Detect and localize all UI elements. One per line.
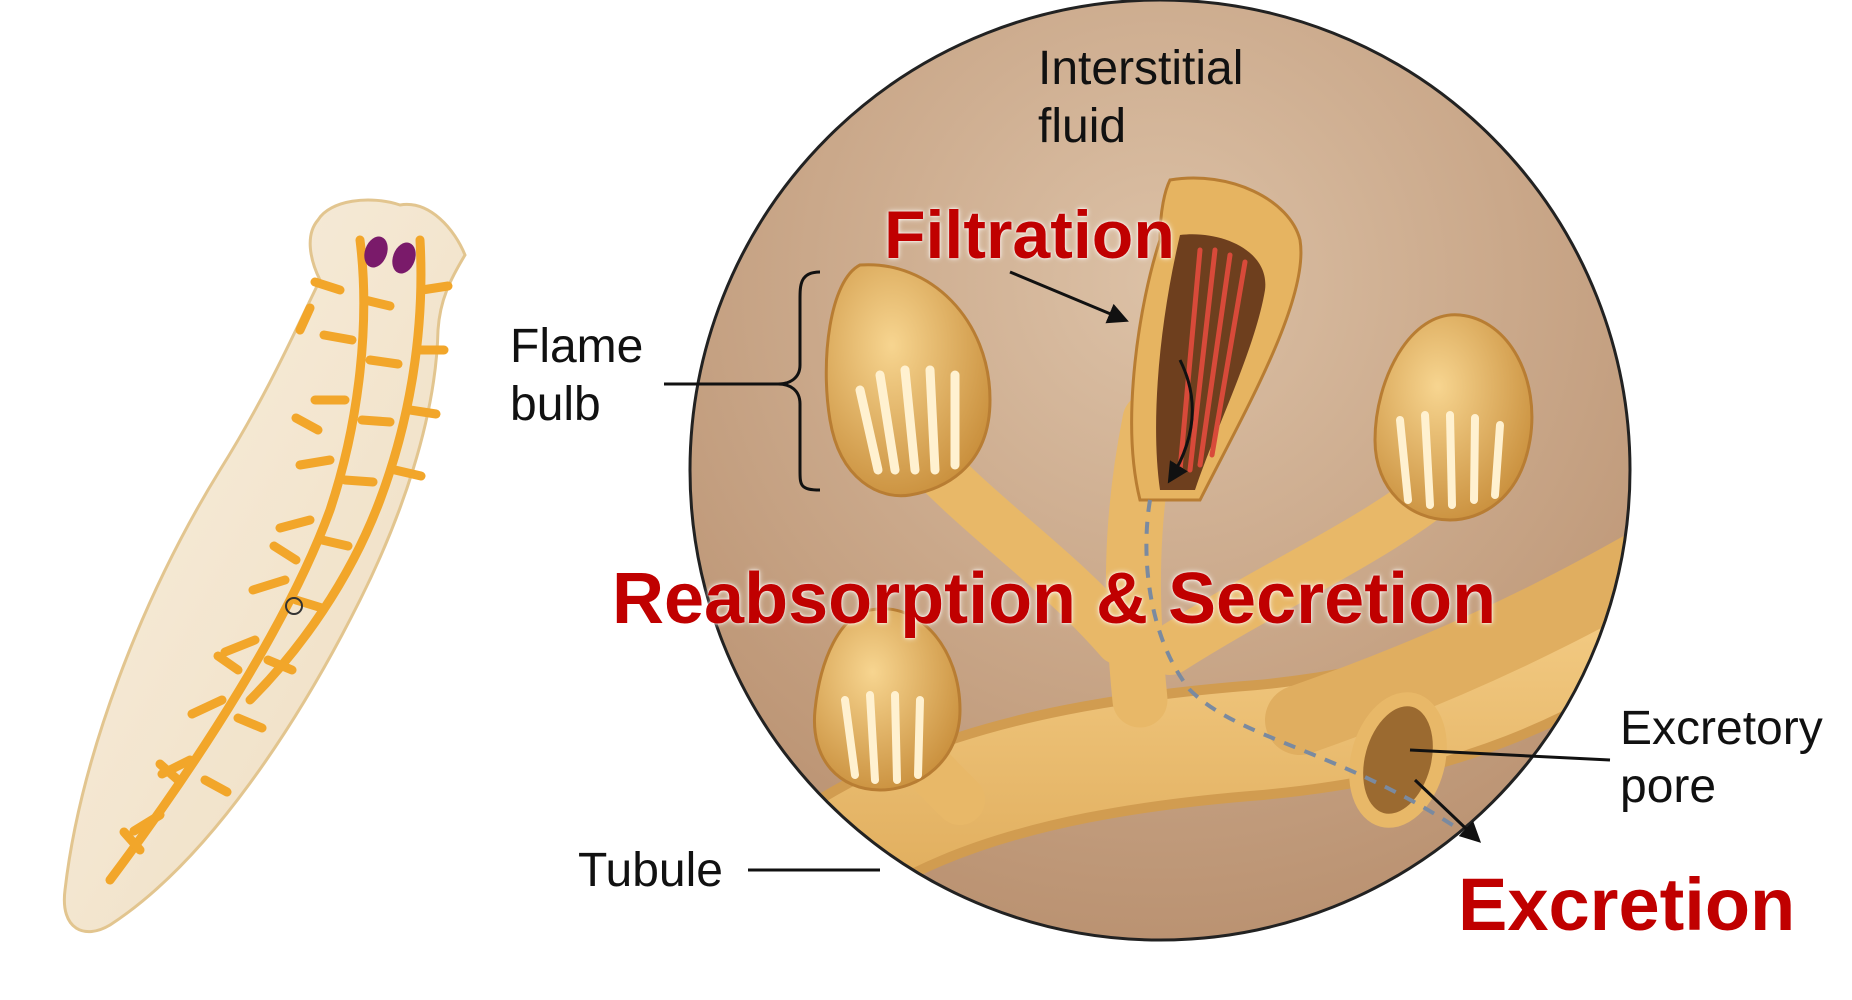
- flame-bulb-left: [824, 263, 992, 498]
- left-eyespot: [364, 236, 388, 268]
- excretory-pore-label: Excretory pore: [1620, 702, 1823, 813]
- flame-bulb-lower-left: [812, 607, 962, 792]
- excretion-arrow: [1413, 778, 1482, 843]
- flatworm: [62, 198, 467, 934]
- excretion-label: Excretion: [1458, 863, 1796, 946]
- excretory-pore-opening: [1349, 692, 1447, 828]
- interstitial-fluid-label: Interstitial fluid: [1038, 42, 1244, 153]
- excretory-pore-leader-line: [1409, 748, 1611, 762]
- flame-bulb-label: Flame bulb: [510, 320, 644, 431]
- flatworm-body: [62, 198, 467, 934]
- tubule-label: Tubule: [578, 844, 723, 897]
- filtration-arrow: [1009, 270, 1129, 324]
- internal-flow-arrow: [1167, 359, 1194, 484]
- right-eyespot: [392, 242, 416, 274]
- gut-branches: [105, 235, 453, 885]
- zoom-region-marker: [285, 597, 303, 615]
- flame-bulb-cutaway: [1130, 176, 1303, 502]
- reabsorption-secretion-label: Reabsorption & Secretion: [612, 559, 1497, 639]
- magnified-view: [688, 0, 1632, 942]
- fluid-flow-path: [1144, 499, 1462, 832]
- magnified-circle-border: [688, 0, 1632, 942]
- filtration-label: Filtration: [884, 197, 1175, 273]
- flame-bulb-right: [1373, 313, 1534, 522]
- cilia-tuft: [1177, 247, 1248, 473]
